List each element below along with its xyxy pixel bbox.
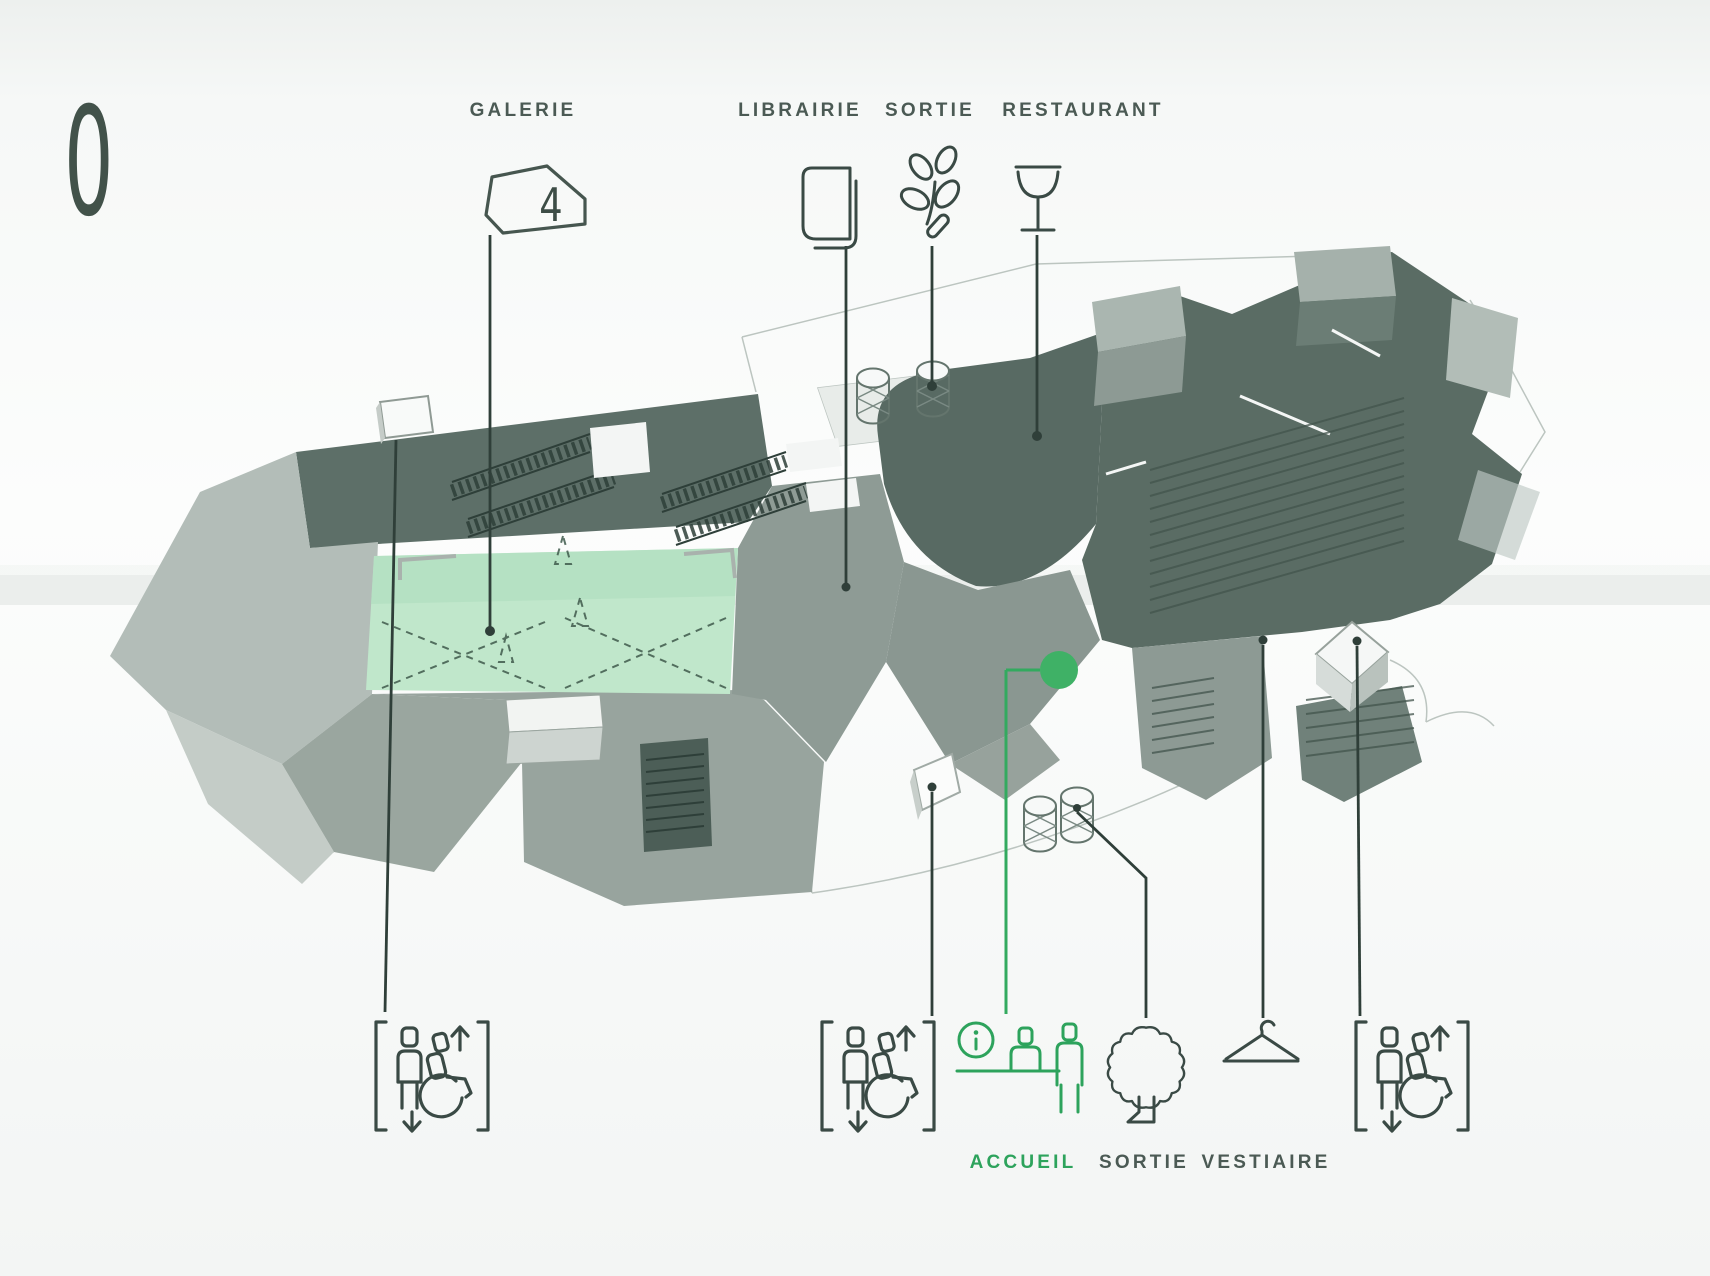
leader-elevator-right (1352, 636, 1362, 1017)
below-gallery (372, 690, 824, 906)
restaurant-hall (877, 330, 1110, 587)
right-cube-light-top (1092, 286, 1186, 352)
leader-galerie (485, 235, 495, 636)
auditorium-rows (1149, 397, 1415, 757)
wine-glass-icon (1014, 165, 1062, 232)
escalators (449, 422, 860, 546)
gallery-room-number: 4 (539, 178, 563, 232)
coat-hanger-icon (1222, 1019, 1300, 1063)
leader-lines (383, 235, 1362, 1018)
leader-librairie (841, 246, 851, 592)
leader-restaurant (1032, 235, 1042, 441)
label-sortie-bottom: SORTIE (1099, 1152, 1189, 1173)
accueil-marker (1004, 651, 1078, 1014)
far-right-cube (1446, 298, 1518, 398)
lower-left-light (166, 710, 334, 884)
right-cube-light-front (1094, 336, 1186, 406)
leader-vestiaire (1258, 635, 1268, 1018)
leader-elevator-middle (927, 782, 937, 1016)
bottom-legend-icons (374, 1019, 1470, 1133)
label-galerie: GALERIE (469, 100, 577, 121)
gallery-area (366, 532, 738, 694)
central-hall (732, 474, 904, 762)
left-wing (110, 452, 378, 764)
elevator-icon-right (1354, 1020, 1470, 1133)
lower-left-mid (282, 694, 522, 872)
leader-sortie-bottom (1073, 804, 1148, 1018)
floor-number: 0 (64, 76, 114, 250)
tree-icon (1106, 1026, 1186, 1124)
gable-block (505, 694, 604, 765)
far-right-cube2 (1458, 470, 1540, 560)
signpost-marker-middle (910, 752, 962, 820)
far-cube-front (1296, 296, 1396, 346)
label-restaurant: RESTAURANT (1002, 100, 1164, 121)
turnstile (1060, 786, 1094, 844)
info-desk-icon (955, 1021, 1084, 1114)
elevator-icon-left (374, 1020, 490, 1133)
elevator-cube-marker (1314, 620, 1390, 712)
far-cube-top (1294, 246, 1396, 302)
leader-elevator-left (383, 439, 398, 1013)
stair-hatch (645, 753, 705, 833)
gallery-room-tag-icon (484, 164, 587, 235)
label-librairie: LIBRAIRIE (738, 100, 862, 121)
label-vestiaire: VESTIAIRE (1201, 1152, 1331, 1173)
flag-marker-left (376, 394, 435, 444)
label-accueil: ACCUEIL (969, 1152, 1077, 1173)
leader-sortie-top (927, 246, 937, 391)
top-legend-icons (484, 145, 1062, 250)
mid-bottom (886, 562, 1100, 764)
plan-buildings (110, 246, 1540, 906)
turnstile (1023, 795, 1057, 853)
book-icon (801, 166, 858, 250)
plant-icon (899, 145, 961, 239)
elevator-icon-middle (820, 1020, 936, 1133)
label-sortie-top: SORTIE (885, 100, 975, 121)
turnstile (856, 367, 890, 425)
